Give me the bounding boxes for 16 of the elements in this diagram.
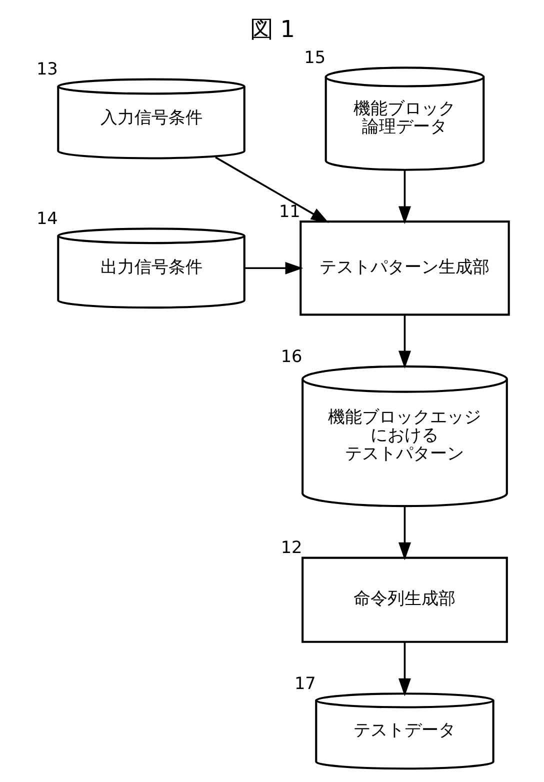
node-label: 13 xyxy=(36,58,58,79)
node-label: 17 xyxy=(294,672,316,693)
arrow xyxy=(398,170,410,224)
arrow xyxy=(398,642,410,696)
arrow xyxy=(244,262,303,274)
arrow xyxy=(398,506,410,560)
node-box: テストパターン生成部 xyxy=(299,220,510,316)
diagram-title: 図 1 xyxy=(249,16,295,44)
node-label: 11 xyxy=(278,200,300,221)
node-label: 12 xyxy=(280,537,302,558)
node-label: 15 xyxy=(304,47,326,68)
node-label: 16 xyxy=(280,346,302,366)
node-box: 命令列生成部 xyxy=(301,556,508,643)
arrow xyxy=(398,315,410,369)
node-label: 14 xyxy=(36,208,58,228)
arrow xyxy=(214,156,328,223)
